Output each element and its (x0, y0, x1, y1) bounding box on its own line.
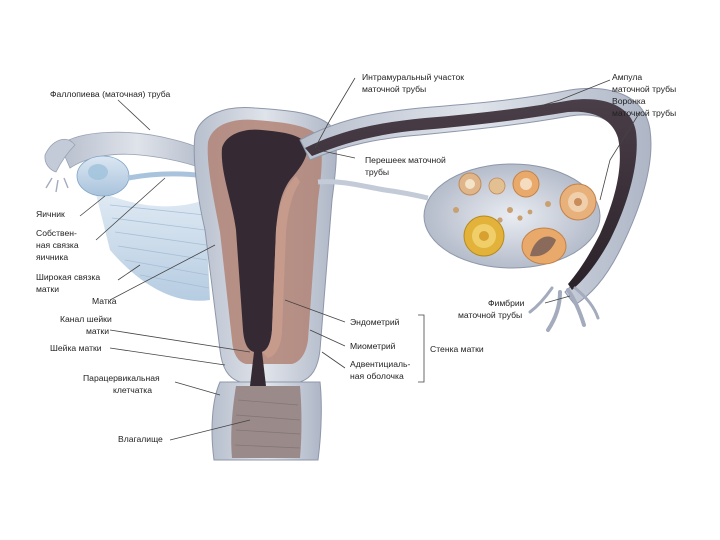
label-infundibulum: Воронка (612, 96, 646, 106)
label-ovarian-ligament-line2: ная связка (36, 240, 79, 250)
label-cervical-canal: Канал шейки (60, 314, 112, 324)
label-adventitia-line2: ная оболочка (350, 371, 404, 381)
label-broad-ligament: Широкая связка (36, 272, 100, 282)
label-infundibulum-line2: маточной трубы (612, 108, 676, 118)
label-vagina: Влагалище (118, 434, 163, 444)
label-uterus: Матка (92, 296, 117, 306)
label-broad-ligament-line2: матки (36, 284, 59, 294)
label-ovarian-ligament: Собствен- (36, 228, 77, 238)
left-fallopian-tube (45, 132, 215, 192)
label-intramural-part-line2: маточной трубы (362, 84, 426, 94)
label-uterine-wall: Стенка матки (430, 344, 484, 354)
label-adventitia: Адвентициаль- (350, 359, 410, 369)
label-fimbriae: Фимбрии (488, 298, 525, 308)
right-ovary (424, 164, 600, 268)
label-parametrium: Парацервикальная (83, 373, 160, 383)
label-myometrium: Миометрий (350, 341, 396, 351)
uterine-wall-bracket (418, 315, 424, 382)
label-fallopian-tube: Фаллопиева (маточная) труба (50, 89, 171, 99)
label-isthmus: Перешеек маточной (365, 155, 446, 165)
label-ovarian-ligament-line3: яичника (36, 252, 68, 262)
label-ampulla-line2: маточной трубы (612, 84, 676, 94)
label-cervical-canal-line2: матки (86, 326, 109, 336)
label-isthmus-line2: трубы (365, 167, 389, 177)
label-fimbriae-line2: маточной трубы (458, 310, 522, 320)
label-cervix: Шейка матки (50, 343, 102, 353)
broad-ligament (95, 190, 210, 301)
label-endometrium: Эндометрий (350, 317, 400, 327)
label-intramural-part: Интрамуральный участок (362, 72, 464, 82)
label-ovary: Яичник (36, 209, 65, 219)
label-parametrium-line2: клетчатка (113, 385, 152, 395)
label-ampulla: Ампула (612, 72, 642, 82)
